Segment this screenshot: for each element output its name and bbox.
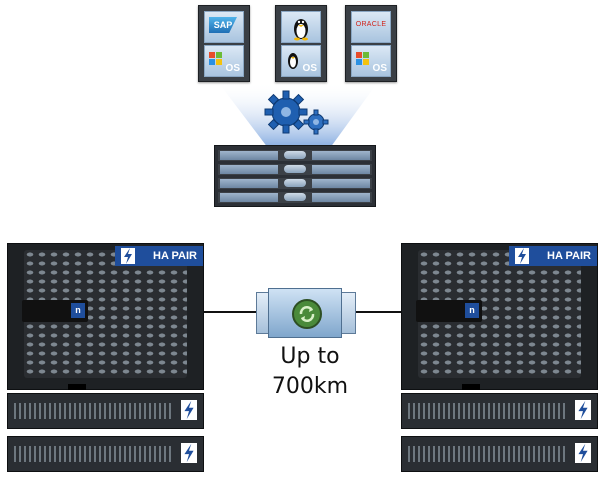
disk-shelf-left-2 xyxy=(7,436,204,472)
server-blade xyxy=(218,164,372,175)
linux-os-slot: OS xyxy=(281,45,321,77)
windows-os-slot: OS xyxy=(204,45,244,77)
os-label: OS xyxy=(372,63,387,74)
netapp-logo-icon: n xyxy=(465,303,479,318)
server-shelf xyxy=(214,145,376,207)
oracle-logo: ORACLE xyxy=(355,21,387,28)
ha-pair-label: HA PAIR xyxy=(153,250,197,262)
mirror-link-line-right xyxy=(336,311,406,313)
distance-line-1: Up to xyxy=(280,344,340,369)
mirror-link-line-left xyxy=(202,311,272,313)
bolt-icon xyxy=(575,443,591,463)
disk-shelf-right-2 xyxy=(401,436,598,472)
oracle-app-slot: ORACLE xyxy=(351,11,391,43)
storage-system-left: HA PAIR n xyxy=(7,243,204,390)
bolt-icon xyxy=(575,400,591,420)
disk-shelf-left-1 xyxy=(7,393,204,429)
server-blade xyxy=(218,178,372,189)
bolt-icon xyxy=(181,443,197,463)
app-tile-sap: SAP OS xyxy=(198,5,250,82)
sap-logo: SAP xyxy=(209,17,237,33)
server-blade xyxy=(218,192,372,203)
ha-pair-badge: HA PAIR xyxy=(509,246,597,266)
linux-penguin-icon xyxy=(294,19,308,41)
os-label: OS xyxy=(302,63,317,74)
bolt-icon xyxy=(181,400,197,420)
bezel-latch: n xyxy=(416,300,482,322)
sap-app-slot: SAP xyxy=(204,11,244,43)
storage-system-right: HA PAIR n xyxy=(401,243,598,390)
os-label: OS xyxy=(225,63,240,74)
bolt-icon xyxy=(121,248,135,264)
ha-pair-badge: HA PAIR xyxy=(115,246,203,266)
windows-flag-icon xyxy=(209,52,223,66)
bolt-icon xyxy=(515,248,529,264)
windows-os-slot: OS xyxy=(351,45,391,77)
distance-label: Up to 700km xyxy=(250,342,370,402)
sync-icon xyxy=(292,299,322,329)
app-tile-linux: OS xyxy=(275,5,327,82)
windows-flag-icon xyxy=(356,52,370,66)
netapp-logo-icon: n xyxy=(71,303,85,318)
distance-line-2: 700km xyxy=(271,374,349,399)
disk-shelf-right-1 xyxy=(401,393,598,429)
app-tile-oracle: ORACLE OS xyxy=(345,5,397,82)
linux-app-slot xyxy=(281,11,321,43)
gear-icon xyxy=(264,90,329,135)
bezel-latch: n xyxy=(22,300,88,322)
ha-pair-label: HA PAIR xyxy=(547,250,591,262)
server-blade xyxy=(218,150,372,161)
linux-penguin-icon xyxy=(288,53,298,69)
